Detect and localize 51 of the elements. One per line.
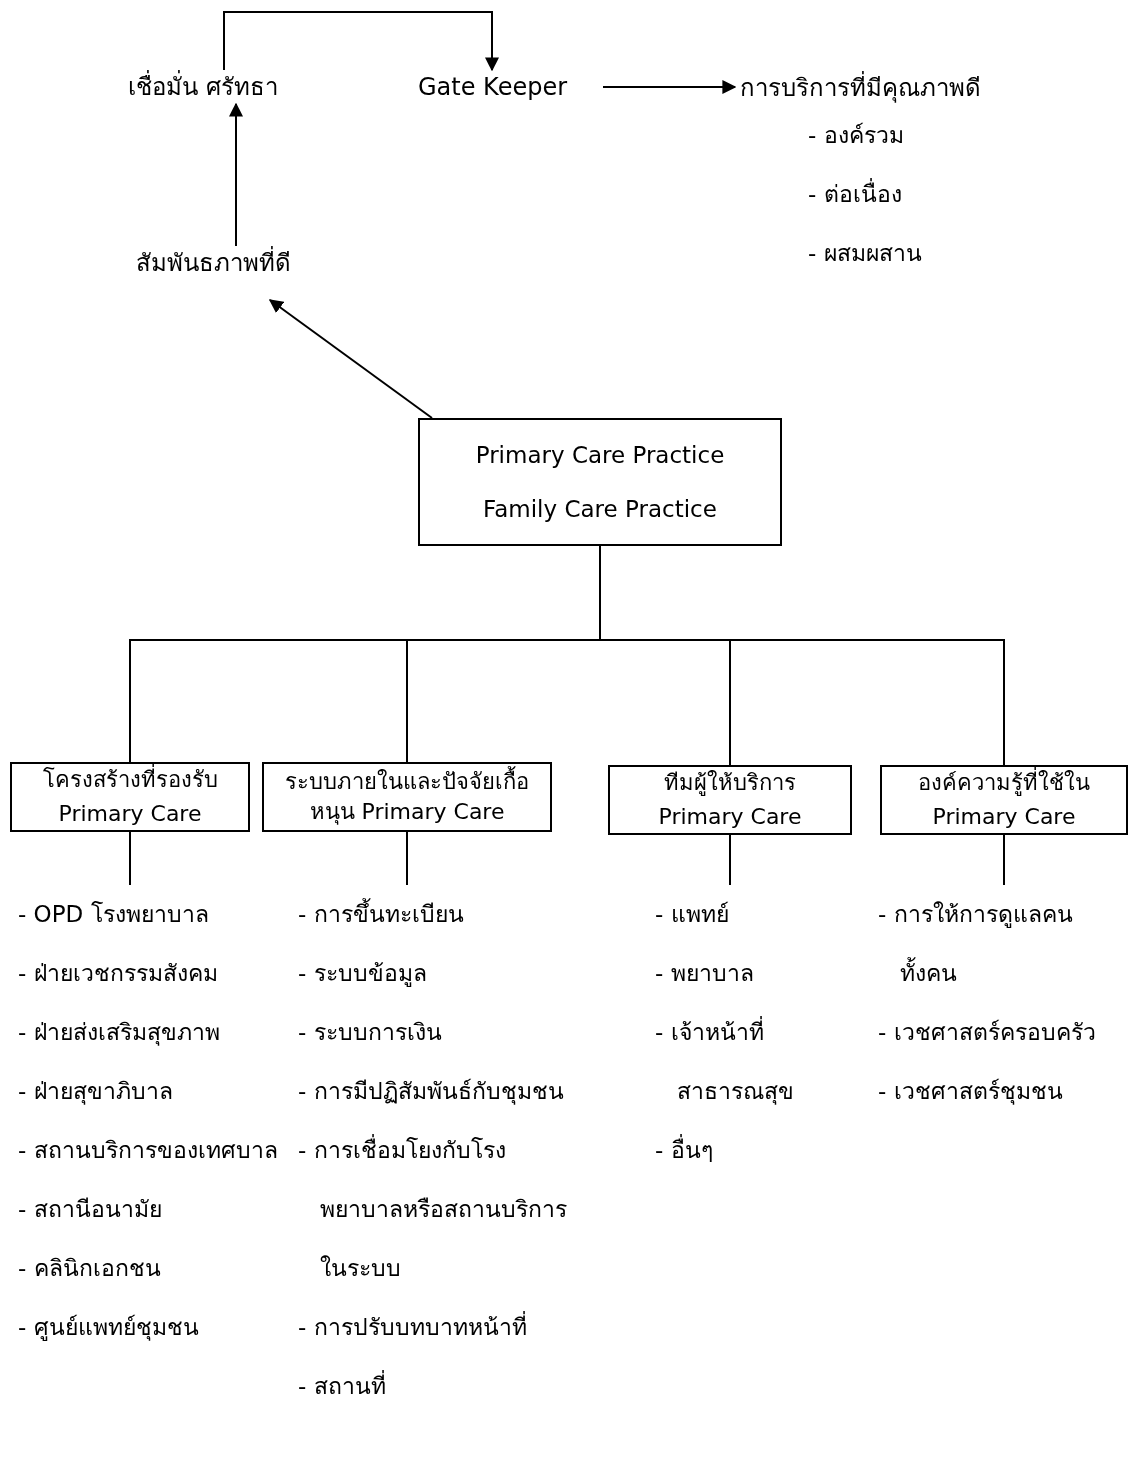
list-item: - พยาบาล xyxy=(655,959,755,988)
connector-line xyxy=(729,834,731,886)
list-item: - อื่นๆ xyxy=(655,1121,830,1180)
list-item: - ศูนย์แพทย์ชุมชน xyxy=(18,1313,200,1343)
list-item: - เวชศาสตร์ครอบครัว xyxy=(878,1018,1097,1047)
concept-label: เชื่อมั่น ศรัทธา xyxy=(128,70,328,104)
concept-label: สัมพันธภาพที่ดี xyxy=(136,246,336,280)
list-item: - ต่อเนื่อง xyxy=(740,165,1060,224)
list-item: - ฝ่ายส่งเสริมสุขภาพ xyxy=(18,1018,221,1048)
list-item: - เวชศาสตร์ชุมชน xyxy=(878,1077,1064,1107)
list-item: - ระบบข้อมูล xyxy=(298,959,428,989)
list-item: - สถานีอนามัย xyxy=(18,1195,163,1224)
arrow xyxy=(268,299,433,419)
concept-label: Gate Keeper xyxy=(418,70,593,104)
process-box xyxy=(262,762,552,832)
list-item: - OPD โรงพยาบาล xyxy=(18,900,210,929)
box-label: ทีมผู้ให้บริการ xyxy=(664,769,796,798)
list-item: - ผสมผสาน xyxy=(807,239,923,268)
process-box xyxy=(418,418,782,546)
process-box xyxy=(10,762,250,832)
list-item: - การเชื่อมโยงกับโรงพยาบาลหรือสถานบริการในระบบ xyxy=(298,1121,573,1298)
box-label: Family Care Practice xyxy=(483,495,717,524)
box-label: Primary Care xyxy=(658,803,802,831)
list-item: - เจ้าหน้าที่สาธารณสุข xyxy=(655,1003,830,1121)
arrow xyxy=(223,11,499,72)
box-label: Primary Care xyxy=(58,800,202,828)
arrow xyxy=(602,80,737,94)
box-label: ระบบภายในและปัจจัยเกื้อหนุน Primary Care xyxy=(270,767,544,827)
box-label: องค์ความรู้ที่ใช้ใน xyxy=(918,768,1090,798)
box-label: Primary Care xyxy=(932,803,1076,831)
list-item: - สถานบริการของเทศบาล xyxy=(18,1136,279,1165)
list-item: - การให้การดูแลคนทั้งคน xyxy=(878,900,1074,988)
connector-line xyxy=(1003,834,1005,886)
arrow xyxy=(229,102,243,247)
connector-line xyxy=(406,831,408,886)
list-item: - การปรับบทบาทหน้าที่ xyxy=(298,1298,573,1357)
list-item: - แพทย์ xyxy=(655,900,730,929)
process-box xyxy=(608,765,852,835)
list-item: - การขึ้นทะเบียน xyxy=(298,885,573,944)
list-item: - ฝ่ายเวชกรรมสังคม xyxy=(18,959,219,988)
list-item: - คลินิกเอกชน xyxy=(18,1254,162,1283)
box-label: โครงสร้างที่รองรับ xyxy=(42,765,218,795)
list-item: - องค์รวม xyxy=(807,121,905,150)
connector-line xyxy=(129,831,131,886)
list-item: - สถานที่ xyxy=(298,1357,573,1416)
box-label: Primary Care Practice xyxy=(475,441,725,470)
concept-label: การบริการที่มีคุณภาพดี xyxy=(740,70,1060,106)
list-item: - ฝ่ายสุขาภิบาล xyxy=(18,1077,174,1107)
process-box xyxy=(880,765,1128,835)
list-item: - ระบบการเงิน xyxy=(298,1018,443,1047)
list-item: - การมีปฏิสัมพันธ์กับชุมชน xyxy=(298,1077,565,1107)
